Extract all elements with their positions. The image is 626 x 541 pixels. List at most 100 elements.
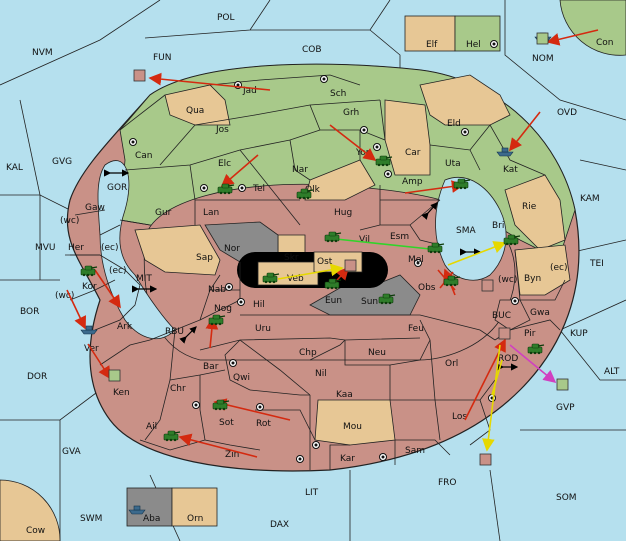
- label-gur: Gur: [155, 208, 172, 218]
- label-ost: Ost: [317, 257, 333, 267]
- label-qwi: Qwi: [233, 373, 250, 383]
- label-neu: Neu: [368, 348, 386, 358]
- label-hel: Hel: [466, 40, 481, 50]
- label-pol: POL: [217, 13, 235, 23]
- label-ovd: OVD: [557, 108, 577, 118]
- label-sot: Sot: [219, 418, 234, 428]
- label-tei: TEI: [589, 259, 604, 269]
- label-ken: Ken: [113, 388, 130, 398]
- territory-labels: POL FUN COB NVM NOM Con Elf Hel OVD KAL …: [6, 13, 620, 536]
- label-aba: Aba: [143, 514, 160, 524]
- label-sch: Sch: [330, 89, 346, 99]
- label-los: Los: [452, 412, 467, 422]
- unit-marker: [108, 369, 121, 382]
- label-can: Can: [135, 151, 153, 161]
- connection-markers: [104, 169, 519, 371]
- label-chp: Chp: [299, 348, 317, 358]
- label-car: Car: [405, 148, 421, 158]
- label-nom: NOM: [532, 54, 554, 64]
- label-nil: Nil: [315, 369, 327, 379]
- label-buc: BUC: [492, 311, 511, 321]
- label-elc: Elc: [218, 159, 231, 169]
- label-chr: Chr: [170, 384, 186, 394]
- label-uru: Uru: [255, 324, 271, 334]
- label-nar: Nar: [292, 165, 308, 175]
- territory-con[interactable]: [559, 0, 626, 56]
- territory-orn[interactable]: [171, 487, 218, 527]
- label-kam: KAM: [580, 194, 600, 204]
- label-rod: ROD: [498, 354, 518, 364]
- label-orn: Orn: [187, 514, 203, 524]
- territory-sap[interactable]: [134, 224, 221, 276]
- label-obs: Obs: [418, 283, 436, 293]
- label-jos: Jos: [215, 125, 229, 135]
- label-nog: Nog: [214, 304, 232, 314]
- label-mou: Mou: [343, 422, 362, 432]
- province-boundaries: [70, 74, 546, 256]
- label-cob: COB: [302, 45, 322, 55]
- supply-centers: [129, 40, 519, 463]
- label-rie: Rie: [522, 202, 537, 212]
- label-gwa: Gwa: [530, 308, 550, 318]
- territory-cow[interactable]: [0, 479, 61, 541]
- label-sun: Sun: [361, 297, 378, 307]
- unit-marker: [498, 327, 511, 340]
- label-kaa: Kaa: [336, 390, 353, 400]
- unit-marker: [536, 32, 549, 45]
- label-bar: Bar: [203, 362, 219, 372]
- label-skr: Skr: [284, 253, 299, 263]
- label-bor: BOR: [20, 307, 39, 317]
- label-wc2: (wc): [498, 275, 517, 285]
- label-lit: LIT: [305, 488, 319, 498]
- label-gor: GOR: [107, 183, 127, 193]
- label-dor: DOR: [27, 372, 47, 382]
- territory-byn[interactable]: [514, 244, 571, 296]
- label-sma: SMA: [456, 226, 476, 236]
- label-grh: Grh: [343, 108, 359, 118]
- label-esm: Esm: [390, 232, 409, 242]
- label-som: SOM: [556, 493, 577, 503]
- label-feu: Feu: [408, 324, 424, 334]
- label-ec1: (ec): [101, 243, 119, 253]
- territory-car[interactable]: [384, 99, 431, 176]
- label-ark: Ark: [117, 322, 133, 332]
- label-qua: Qua: [186, 106, 204, 116]
- label-wc3: (wc): [55, 291, 74, 301]
- label-elf: Elf: [426, 40, 438, 50]
- label-hil: Hil: [253, 300, 265, 310]
- label-mvu: MVU: [35, 243, 56, 253]
- unit-marker: [344, 259, 357, 272]
- label-mel: Mel: [408, 255, 424, 265]
- label-eun: Eun: [325, 296, 342, 306]
- label-kal: KAL: [6, 163, 23, 173]
- label-sam: Sam: [405, 446, 425, 456]
- label-jad: Jad: [242, 86, 257, 96]
- label-gvg: GVG: [52, 157, 72, 167]
- order-lines: [66, 29, 599, 458]
- label-swm: SWM: [80, 514, 102, 524]
- label-kor: Kor: [82, 282, 97, 292]
- label-amp: Amp: [402, 177, 423, 187]
- territory-eld[interactable]: [419, 74, 511, 126]
- label-alt: ALT: [604, 367, 620, 377]
- label-lan: Lan: [203, 208, 219, 218]
- label-kat: Kat: [503, 165, 518, 175]
- label-rbu: RBU: [165, 327, 184, 337]
- territory-mou[interactable]: [314, 399, 396, 446]
- label-rot: Rot: [256, 419, 271, 429]
- label-ec2: (ec): [550, 263, 568, 273]
- label-byn: Byn: [524, 274, 541, 284]
- label-mit: MIT: [136, 274, 152, 284]
- unit-marker: [556, 378, 569, 391]
- sea-sma-bay[interactable]: [435, 177, 507, 281]
- label-vil: Vil: [359, 235, 370, 245]
- label-fun: FUN: [153, 53, 172, 63]
- label-orl: Orl: [445, 359, 458, 369]
- label-ail: Ail: [146, 422, 157, 432]
- label-uta: Uta: [445, 159, 461, 169]
- unit-marker: [479, 453, 492, 466]
- label-bri: Bri: [492, 221, 504, 231]
- label-gva: GVA: [62, 447, 82, 457]
